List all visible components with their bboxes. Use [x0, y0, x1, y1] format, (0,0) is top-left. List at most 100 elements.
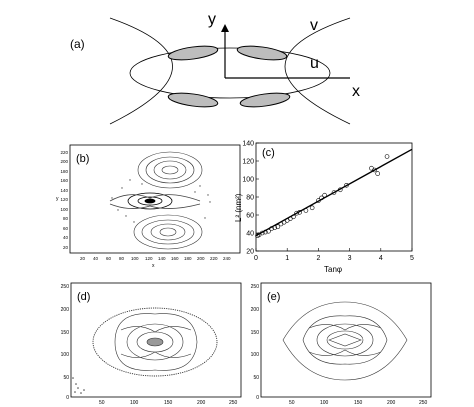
- panel-e-contour: (e) 50 100 150 200 250 250 200 150 100 5…: [251, 282, 432, 406]
- data-point: [331, 190, 337, 195]
- svg-text:200: 200: [60, 159, 68, 164]
- svg-text:150: 150: [164, 400, 173, 406]
- data-point: [263, 229, 268, 235]
- y-tick-label: 140: [242, 141, 254, 148]
- svg-text:100: 100: [130, 400, 139, 406]
- data-point: [266, 228, 271, 234]
- x-tick-label: 2: [316, 255, 320, 262]
- panel-e-yticks: 250 200 150 100 50 0: [251, 284, 260, 401]
- svg-text:100: 100: [60, 207, 68, 212]
- svg-text:250: 250: [251, 284, 260, 290]
- panel-b-speckle: [111, 179, 211, 223]
- svg-text:250: 250: [229, 400, 238, 406]
- svg-text:200: 200: [197, 400, 206, 406]
- x-tick-label: 5: [410, 255, 414, 262]
- shaded-oval-top-right: [236, 45, 288, 61]
- svg-text:200: 200: [197, 256, 205, 261]
- data-point: [316, 198, 321, 203]
- panel-b-frame: [69, 144, 241, 254]
- data-point: [294, 210, 299, 216]
- axis-y-arrow: [221, 24, 229, 32]
- svg-text:20: 20: [80, 256, 86, 261]
- axis-y-label: y: [208, 11, 216, 28]
- panel-c-label: (c): [262, 147, 275, 159]
- panel-d-frame: [70, 282, 242, 398]
- svg-text:100: 100: [251, 352, 260, 358]
- svg-text:140: 140: [158, 256, 166, 261]
- svg-text:150: 150: [354, 400, 363, 406]
- svg-text:200: 200: [61, 307, 70, 313]
- data-point: [337, 187, 343, 193]
- svg-text:160: 160: [171, 256, 179, 261]
- svg-text:80: 80: [119, 256, 125, 261]
- shaded-oval-bottom-right: [239, 92, 291, 108]
- svg-text:120: 120: [60, 197, 68, 202]
- data-point: [344, 182, 349, 188]
- svg-text:180: 180: [60, 169, 68, 174]
- panel-d-label: (d): [77, 291, 90, 303]
- svg-text:60: 60: [106, 256, 112, 261]
- panel-b-ylabel: y: [56, 196, 59, 202]
- svg-text:150: 150: [61, 330, 70, 336]
- x-tick-label: 4: [379, 255, 383, 262]
- data-point: [309, 205, 315, 211]
- svg-text:50: 50: [289, 400, 295, 406]
- panel-d-xticks: 50 100 150 200 250: [99, 400, 238, 406]
- data-point: [269, 226, 274, 231]
- svg-text:220: 220: [210, 256, 218, 261]
- y-tick-label: 20: [246, 249, 254, 256]
- curve-v-label: v: [310, 17, 318, 34]
- panel-d-contours: [92, 307, 218, 377]
- svg-text:250: 250: [61, 284, 70, 290]
- svg-text:250: 250: [419, 400, 428, 406]
- panel-b-center: [109, 192, 201, 210]
- data-point: [303, 208, 309, 213]
- y-tick-label: 60: [246, 213, 254, 220]
- svg-text:240: 240: [223, 256, 231, 261]
- panel-d-contour: (d) 50 100 150 200 250 250 200 150 100 5…: [61, 282, 242, 406]
- svg-text:0: 0: [256, 395, 259, 401]
- panel-c-ylabel: L² (nm²): [234, 193, 243, 222]
- panel-b-yticks: 220 200 180 160 140 120 100 80 60 40 20: [60, 150, 68, 250]
- panel-e-xticks: 50 100 150 200 250: [289, 400, 428, 406]
- data-point: [291, 214, 296, 220]
- panel-a-schematic: (a) y x v u: [70, 11, 360, 125]
- svg-text:40: 40: [93, 256, 99, 261]
- panel-b-label: (b): [76, 153, 89, 165]
- y-tick-label: 100: [242, 177, 254, 184]
- svg-text:20: 20: [63, 245, 69, 250]
- data-point: [319, 195, 324, 201]
- curve-v-left: [109, 17, 173, 125]
- svg-text:60: 60: [63, 226, 69, 231]
- svg-text:50: 50: [253, 375, 259, 381]
- panel-b-xticks: 20 40 60 80 100 120 140 160 180 200 220 …: [80, 256, 231, 261]
- data-point: [384, 154, 390, 159]
- svg-text:80: 80: [63, 216, 69, 221]
- panel-e-contours: [282, 301, 408, 381]
- svg-text:0: 0: [66, 395, 69, 401]
- svg-text:50: 50: [99, 400, 105, 406]
- data-point: [372, 167, 377, 173]
- panel-b-xlabel: x: [152, 263, 155, 269]
- panel-e-frame: [260, 282, 432, 398]
- svg-text:100: 100: [320, 400, 329, 406]
- panel-b-upper-lobe: [137, 151, 203, 189]
- svg-text:100: 100: [61, 352, 70, 358]
- svg-text:50: 50: [63, 375, 69, 381]
- panel-e-label: (e): [267, 291, 280, 303]
- svg-text:150: 150: [251, 330, 260, 336]
- x-tick-label: 3: [348, 255, 352, 262]
- x-tick-label: 1: [285, 255, 289, 262]
- x-tick-label: 0: [254, 255, 258, 262]
- data-point: [272, 225, 278, 230]
- data-point: [375, 171, 380, 176]
- panel-c-xlabel: Tanφ: [324, 265, 342, 274]
- svg-text:160: 160: [60, 178, 68, 183]
- data-point: [297, 210, 302, 215]
- shaded-oval-bottom-left: [167, 92, 219, 108]
- curve-u-label: u: [310, 55, 319, 72]
- data-point: [259, 230, 265, 236]
- panel-d-corner-noise: [72, 377, 85, 394]
